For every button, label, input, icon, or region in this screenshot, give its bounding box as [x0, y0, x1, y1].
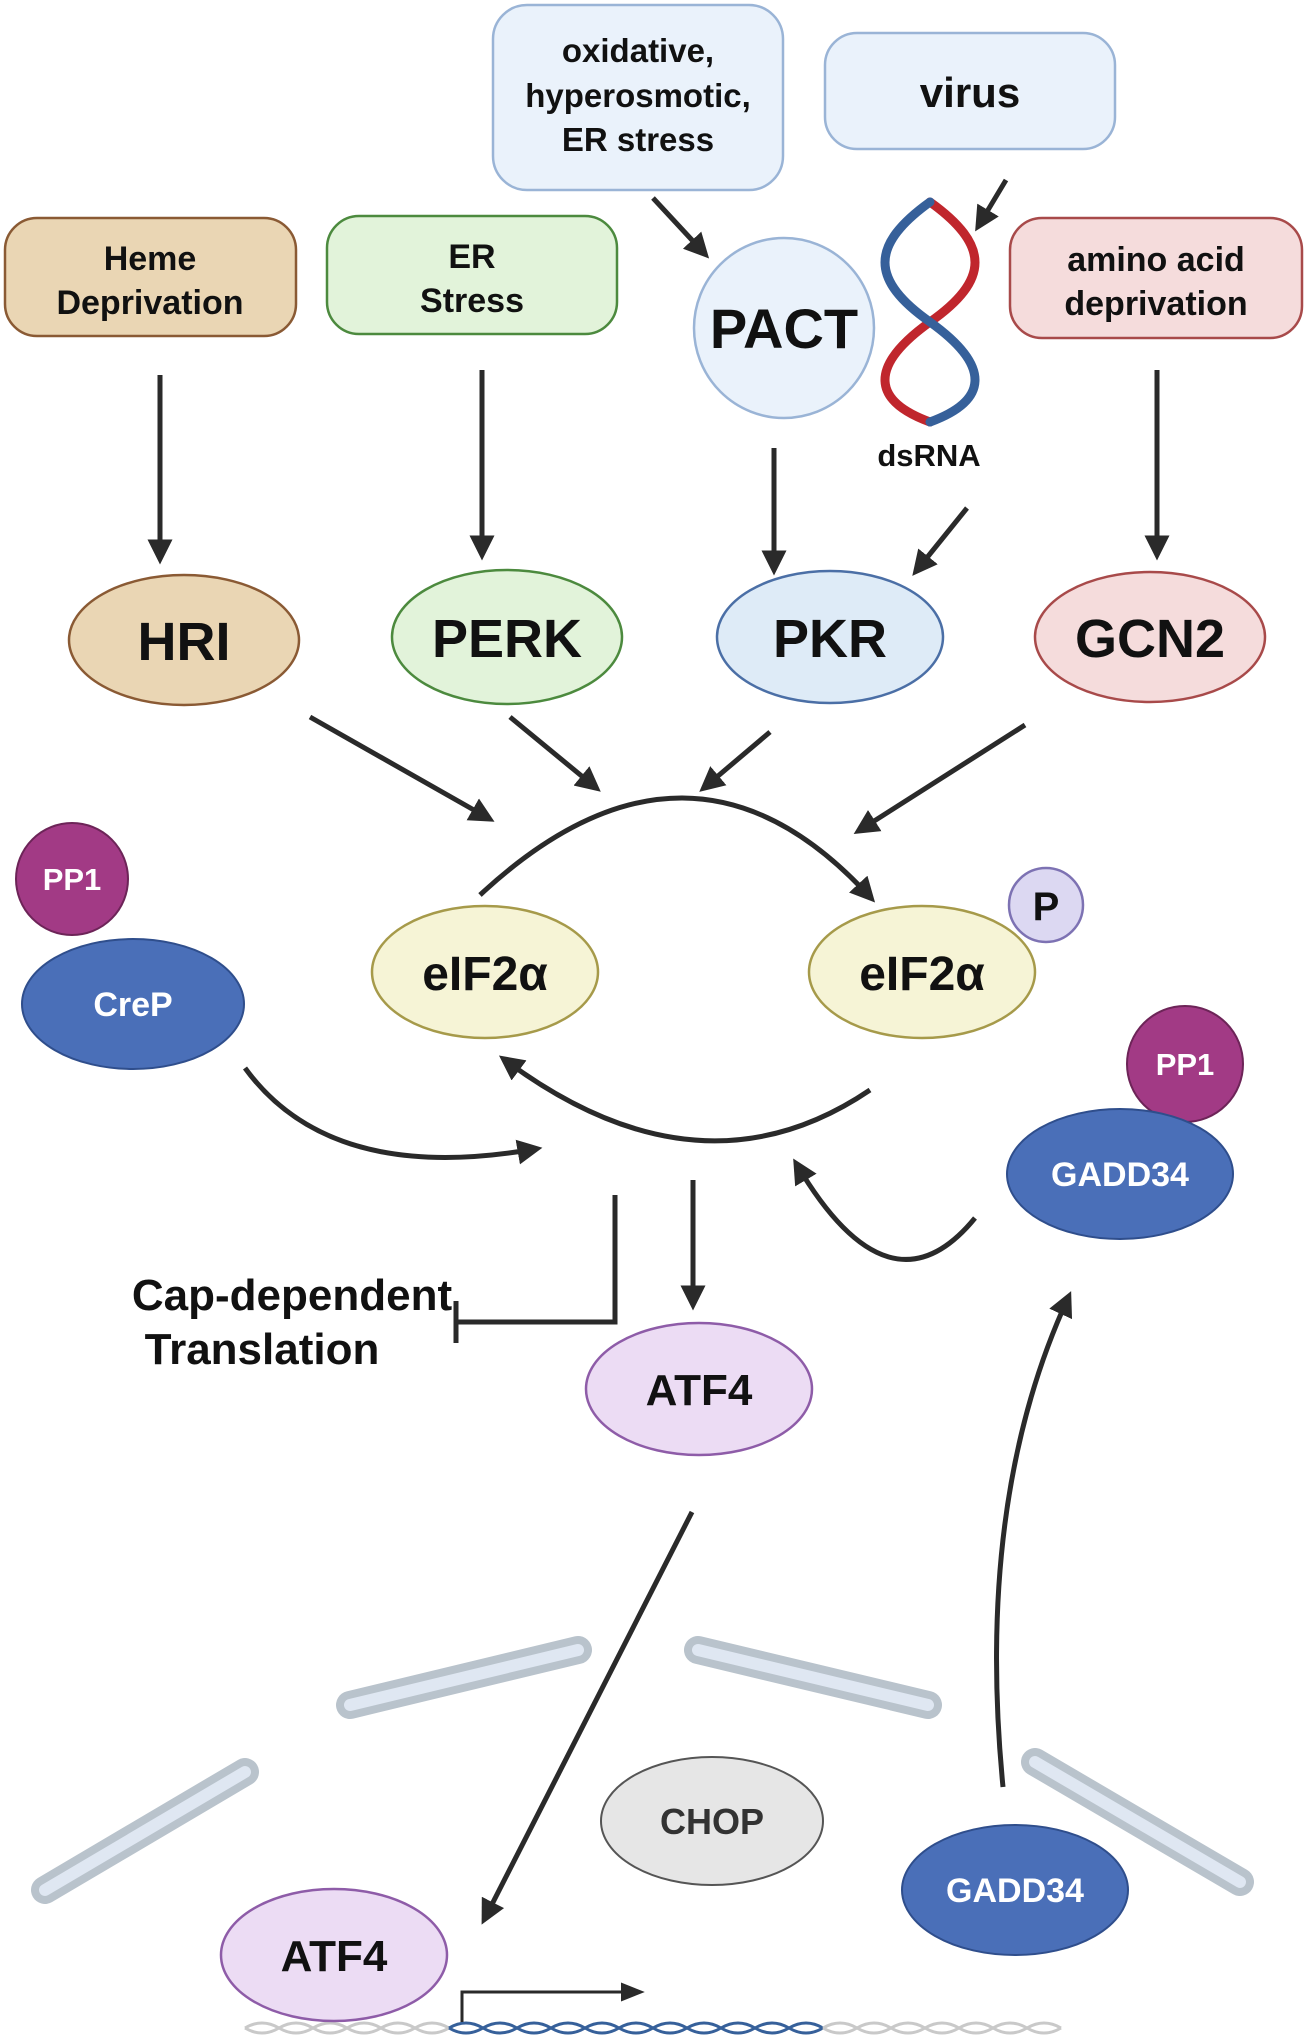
atf4-nuclear-node: ATF4	[219, 1887, 449, 2023]
virus-box: virus	[823, 31, 1117, 151]
pp1-left-label: PP1	[43, 862, 102, 897]
arrow-gadd34-feedback	[994, 1291, 1073, 1788]
pkr-node: PKR	[715, 569, 945, 705]
transcription-start-arrow	[460, 1982, 645, 2022]
dsrna-label: dsRNA	[877, 438, 980, 473]
pp1-right-node: PP1	[1126, 1005, 1244, 1123]
pp1-left-node: PP1	[15, 822, 129, 936]
phosphate-label: P	[1033, 885, 1060, 929]
cap-translation-line2: Translation	[145, 1325, 380, 1374]
crep-node: CreP	[21, 938, 245, 1070]
arrow-crep-to-cycle	[242, 1066, 543, 1165]
inhibition-cap-translation	[456, 1195, 618, 1325]
stress-box-line1: oxidative,	[562, 32, 714, 69]
eif2a-node: eIF2α	[370, 904, 600, 1040]
atf4-cyto-node: ATF4	[584, 1321, 814, 1457]
gene-dna	[244, 2021, 1062, 2035]
atf4-nuclear-label: ATF4	[281, 1932, 388, 1981]
arrow-dephosphorylation	[498, 1055, 872, 1144]
atf4-cyto-label: ATF4	[646, 1366, 753, 1415]
stress-box-line3: ER stress	[562, 121, 714, 158]
virus-label: virus	[920, 69, 1020, 116]
eif2a-phospho-node: eIF2α	[807, 904, 1037, 1040]
heme-line2: Deprivation	[56, 284, 243, 322]
heme-deprivation-box: Heme Deprivation	[3, 216, 298, 338]
perk-node: PERK	[390, 568, 624, 706]
pkr-label: PKR	[773, 609, 887, 669]
gadd34-cyto-node: GADD34	[1006, 1108, 1234, 1240]
arrow-hri-to-eif2a	[308, 714, 495, 822]
er-line1: ER	[448, 238, 495, 276]
dsrna-icon	[880, 197, 980, 427]
er-stress-box: ER Stress	[325, 214, 619, 336]
stress-box: oxidative, hyperosmotic, ER stress	[491, 3, 785, 192]
arrow-dsrna-to-pkr	[912, 506, 969, 576]
cap-translation-line1: Cap-dependent	[132, 1271, 453, 1320]
gadd34-nuclear-label: GADD34	[946, 1872, 1084, 1910]
pact-label: PACT	[710, 297, 858, 360]
gadd34-nuclear-node: GADD34	[901, 1824, 1129, 1956]
arrow-pkr-to-eif2a	[699, 730, 772, 792]
crep-label: CreP	[93, 986, 172, 1024]
arrow-atf4-to-nucleus	[481, 1510, 695, 1925]
nuclear-membrane	[31, 1636, 1254, 1904]
amino-acid-deprivation-box: amino acid deprivation	[1008, 216, 1304, 340]
hri-label: HRI	[138, 612, 231, 672]
chop-label: CHOP	[660, 1801, 764, 1842]
aa-line2: deprivation	[1064, 285, 1247, 323]
arrow-virus-to-dsrna	[975, 178, 1009, 232]
arrow-gadd34-to-cycle	[793, 1158, 977, 1262]
gcn2-node: GCN2	[1033, 570, 1267, 704]
aa-line1: amino acid	[1067, 241, 1245, 279]
arrow-perk-to-eif2a	[508, 715, 601, 792]
chop-node: CHOP	[600, 1756, 824, 1886]
heme-line1: Heme	[104, 240, 197, 278]
arrow-stress-to-pact	[651, 196, 710, 259]
hri-node: HRI	[67, 573, 301, 707]
pp1-right-label: PP1	[1156, 1047, 1215, 1082]
arrow-phosphorylation	[478, 795, 876, 903]
arrows	[147, 178, 1170, 1925]
er-line2: Stress	[420, 282, 524, 320]
arrow-gcn2-to-eif2a	[853, 722, 1027, 835]
pact-node: PACT	[692, 236, 876, 420]
stress-box-line2: hyperosmotic,	[525, 77, 751, 114]
phosphate-badge: P	[1007, 866, 1085, 944]
perk-label: PERK	[432, 609, 582, 669]
eif2a-p-label: eIF2α	[859, 948, 985, 1001]
gcn2-label: GCN2	[1075, 609, 1225, 669]
eif2a-label: eIF2α	[422, 948, 548, 1001]
gadd34-cyto-label: GADD34	[1051, 1156, 1189, 1194]
